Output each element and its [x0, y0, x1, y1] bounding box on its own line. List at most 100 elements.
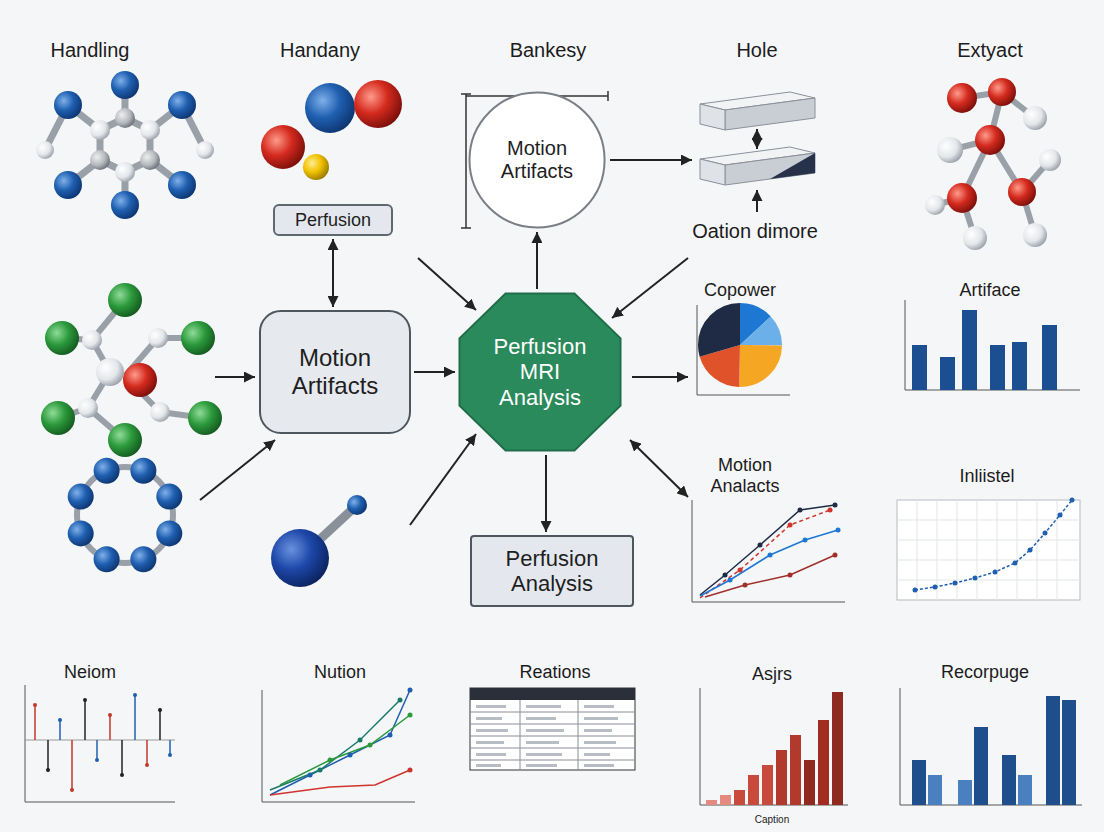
line-chart-motion — [768, 553, 773, 558]
chart-title: Reations — [519, 662, 590, 683]
bar-chart-artiface — [1042, 325, 1057, 390]
molecule-green — [108, 423, 142, 457]
panel-heading: Handling — [51, 39, 130, 62]
pie-chart — [719, 324, 761, 366]
curve-chart-inliistel — [933, 585, 938, 590]
line-chart-motion — [692, 500, 845, 602]
stem-chart-neiom — [121, 740, 123, 775]
table-reations — [584, 729, 612, 732]
table-reations — [470, 688, 635, 700]
line-chart-nution — [308, 773, 313, 778]
layout-arrows — [610, 159, 692, 161]
slab-illustration — [700, 92, 815, 185]
bar-chart-asjrs — [706, 800, 717, 805]
table-reations — [470, 712, 635, 713]
chart-title: Neiom — [64, 662, 116, 683]
panel-heading: Extyact — [957, 39, 1023, 62]
curve-chart-inliistel — [1058, 513, 1063, 518]
molecule-handling — [168, 171, 196, 199]
table-reations — [470, 736, 635, 737]
molecule-extyact — [1008, 178, 1036, 206]
table-reations — [470, 688, 635, 770]
molecule-dumbbell — [271, 495, 367, 587]
stem-chart-neiom — [168, 753, 172, 757]
octagon-outline — [460, 294, 621, 451]
stem-chart-neiom — [70, 788, 74, 792]
curve-chart-inliistel — [993, 570, 998, 575]
bar-chart-artiface — [905, 300, 1080, 390]
node-text: Perfusion — [295, 210, 371, 231]
molecule-green — [148, 328, 168, 348]
stem-chart-neiom — [146, 740, 148, 765]
text-block: Perfusion Analysis — [482, 546, 622, 597]
stem-chart-neiom — [109, 715, 111, 740]
bar-chart-recorpuge — [958, 780, 972, 805]
curve-chart-inliistel — [897, 500, 1080, 600]
stem-chart-neiom — [145, 763, 149, 767]
line-chart-nution — [270, 700, 400, 790]
figure-caption: Oation dimore — [692, 220, 818, 243]
molecule-extyact — [947, 183, 977, 213]
text-block: Perfusion — [295, 210, 371, 231]
line-chart-nution — [318, 768, 323, 773]
curve-chart-inliistel — [977, 500, 978, 600]
line-chart-motion — [758, 543, 763, 548]
molecule-extyact — [975, 125, 1005, 155]
table-reations — [526, 764, 557, 767]
line-chart-motion — [833, 503, 838, 508]
stem-chart-neiom — [158, 708, 162, 712]
curve-chart-inliistel — [897, 580, 1080, 581]
bracket-lines — [607, 91, 609, 101]
bar-chart-recorpuge — [1018, 775, 1032, 805]
line-chart-motion — [705, 555, 835, 597]
panel-heading: Handany — [280, 39, 360, 62]
molecule-extyact — [925, 78, 1061, 250]
molecule-extyact — [1023, 106, 1047, 130]
table-reations — [470, 700, 635, 770]
bar-chart-asjrs — [734, 790, 745, 805]
molecule-handling — [36, 71, 214, 219]
line-chart-motion — [743, 583, 748, 588]
layout-arrows — [612, 258, 688, 318]
molecule-ring — [68, 520, 94, 546]
bracket-lines — [461, 227, 471, 229]
line-chart-motion — [833, 553, 838, 558]
molecule-handling — [111, 191, 139, 219]
curve-chart-inliistel — [915, 500, 1072, 590]
bar-chart-recorpuge — [900, 688, 901, 805]
molecule-ring — [156, 520, 182, 546]
curve-chart-inliistel — [1037, 500, 1038, 600]
connector-arrow — [545, 455, 547, 532]
molecule-green — [96, 358, 124, 386]
molecule-extyact — [1023, 223, 1047, 247]
bar-chart-artiface — [905, 300, 906, 390]
molecule-ring — [94, 458, 120, 484]
bar-chart-asjrs — [762, 765, 773, 805]
molecule-dumbbell — [347, 495, 367, 515]
table-reations — [520, 700, 521, 770]
molecule-handling — [140, 120, 160, 140]
bar-chart-recorpuge — [900, 688, 1082, 805]
molecule-extyact — [925, 78, 1061, 250]
bar-chart-artiface — [1012, 342, 1027, 390]
bar-chart-asjrs — [748, 775, 759, 805]
artifact-circle: Motion Artifacts — [468, 91, 606, 229]
stem-chart-neiom — [33, 703, 37, 707]
molecule-handling — [140, 150, 160, 170]
table-reations — [578, 700, 579, 770]
stem-chart-neiom — [96, 740, 98, 760]
molecule-green — [123, 363, 157, 397]
curve-chart-inliistel — [897, 540, 1080, 541]
stem-chart-neiom — [95, 758, 99, 762]
stem-chart-neiom — [71, 740, 73, 790]
stem-chart-neiom — [84, 700, 86, 740]
line-chart-nution — [368, 743, 373, 748]
bar-chart-recorpuge — [1002, 755, 1016, 805]
molecule-handany — [305, 83, 355, 133]
molecule-extyact — [925, 195, 945, 215]
molecule-handling — [168, 91, 196, 119]
node-text: Motion Artifacts — [487, 137, 587, 183]
line-chart-motion — [828, 508, 833, 513]
bar-chart-asjrs — [700, 688, 848, 805]
layout-arrows — [215, 376, 255, 378]
